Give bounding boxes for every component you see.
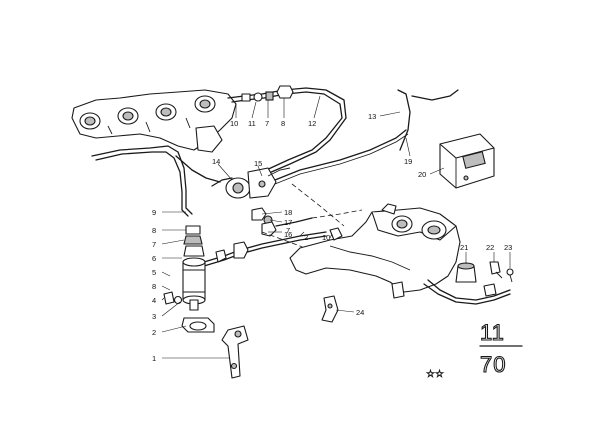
callout-21: 21 (460, 243, 468, 252)
callout-7c: 7 (286, 226, 290, 235)
sensor-wire-13 (269, 89, 459, 187)
pressure-regulator (455, 261, 514, 283)
control-unit (439, 133, 495, 189)
callout-7b: 7 (265, 119, 269, 128)
callout-13: 13 (368, 112, 376, 121)
group-number-top: 11 (480, 320, 505, 345)
pipe-12-assembly (227, 85, 347, 177)
callout-2: 2 (152, 328, 156, 337)
sensor-14-assembly (211, 167, 291, 199)
callout-19: 19 (404, 157, 412, 166)
callout-23: 23 (504, 243, 512, 252)
callout-3: 3 (152, 312, 156, 321)
bracket-24 (321, 295, 339, 323)
callout-20: 20 (418, 170, 426, 179)
leader-lines (161, 95, 511, 359)
callout-10b: 10 (322, 233, 330, 242)
callout-4: 4 (152, 296, 156, 305)
fittings-17-18 (251, 207, 313, 237)
fuel-line-left (91, 145, 221, 217)
callout-14: 14 (212, 157, 220, 166)
callout-8b: 8 (152, 282, 156, 291)
callout-15: 15 (254, 159, 262, 168)
callout-6: 6 (152, 254, 156, 263)
callout-7: 7 (152, 240, 156, 249)
callout-10: 10 (230, 119, 238, 128)
intake-manifold (289, 203, 461, 299)
return-line-right (423, 279, 511, 305)
callout-8: 8 (152, 226, 156, 235)
callout-24: 24 (356, 308, 364, 317)
callout-22: 22 (486, 243, 494, 252)
group-number-bottom: 70 (480, 352, 506, 377)
callout-18: 18 (284, 208, 292, 217)
callout-12: 12 (308, 119, 316, 128)
callout-5: 5 (152, 268, 156, 277)
star-rating-icon: ☆☆ (426, 369, 444, 380)
callout-11: 11 (248, 119, 256, 128)
group-number-block: 11 70 ☆☆ (426, 319, 523, 380)
callout-2b: 2 (304, 233, 308, 242)
callout-9: 9 (152, 208, 156, 217)
dashed-connections (261, 183, 363, 257)
callout-8c: 8 (281, 119, 285, 128)
callout-17: 17 (284, 218, 292, 227)
exhaust-manifold (71, 89, 237, 153)
fuel-damper (182, 225, 206, 311)
hose-to-regulator (203, 231, 327, 267)
callout-labels: 1 2 3 4 8 5 6 7 8 9 10 11 7 8 12 14 15 1… (152, 112, 512, 363)
callout-1: 1 (152, 354, 156, 363)
clamp-bracket (163, 291, 249, 379)
callout-16: 16 (284, 230, 292, 239)
